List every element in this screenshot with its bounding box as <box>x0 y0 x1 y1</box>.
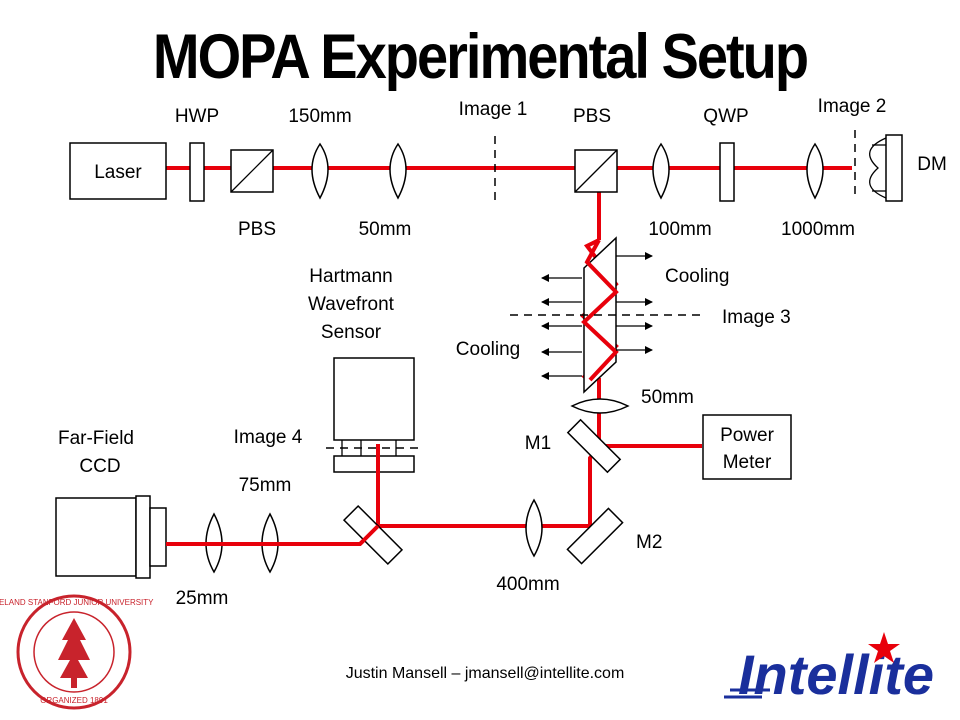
m1-label: M1 <box>525 433 551 454</box>
lens-100mm-icon <box>652 142 670 200</box>
hartmann-label-2: Wavefront <box>308 294 395 315</box>
pbs-2-label: PBS <box>573 106 611 127</box>
stanford-seal-logo: LELAND STANFORD JUNIOR UNIVERSITY ORGANI… <box>0 594 154 710</box>
intellite-logo: Intellite <box>724 632 934 706</box>
cooling-arrows-left <box>541 274 582 380</box>
lens-100mm-label: 100mm <box>648 219 711 240</box>
deformable-mirror-icon <box>869 134 903 202</box>
lens-50mm-slab-icon <box>570 398 630 414</box>
image-2-label: Image 2 <box>818 96 887 117</box>
dm-label: DM <box>917 154 947 175</box>
slide-title: MOPA Experimental Setup <box>152 21 809 92</box>
lens-1000mm-icon <box>806 142 824 200</box>
m1-mirror-icon <box>566 418 622 474</box>
hwp-label: HWP <box>175 106 219 127</box>
lens-25mm-label: 25mm <box>176 588 229 609</box>
hartmann-label-1: Hartmann <box>309 266 392 287</box>
power-meter-box <box>702 414 792 480</box>
image-3-label: Image 3 <box>722 307 791 328</box>
image-4-label: Image 4 <box>234 427 303 448</box>
pickoff-mirror-icon <box>342 504 404 566</box>
hartmann-sensor-camera-icon <box>326 357 420 473</box>
seal-year: ORGANIZED 1891 <box>40 696 108 705</box>
hwp-waveplate-icon <box>189 142 205 202</box>
pbs-2-beam-splitter-icon <box>574 149 618 193</box>
power-meter-label-1: Power <box>720 425 775 446</box>
lens-150mm-icon <box>311 142 329 200</box>
image-1-label: Image 1 <box>459 99 528 120</box>
laser-box <box>69 142 167 200</box>
lens-400mm-label: 400mm <box>496 574 559 595</box>
lens-150mm-label: 150mm <box>288 106 351 127</box>
intellite-wordmark: Intellite <box>738 643 934 706</box>
m2-mirror-icon <box>566 507 624 565</box>
power-meter-label-2: Meter <box>723 452 772 473</box>
lens-50mm-label: 50mm <box>359 219 412 240</box>
lens-400mm-icon <box>525 498 543 558</box>
author-footer: Justin Mansell – jmansell@intellite.com <box>346 665 625 682</box>
cooling-left-label: Cooling <box>456 339 520 360</box>
m2-label: M2 <box>636 532 662 553</box>
lens-50mm-slab-label: 50mm <box>641 387 694 408</box>
cooling-arrows-right <box>616 252 653 354</box>
far-field-ccd-camera-icon <box>55 495 167 579</box>
lens-50mm-icon <box>389 142 407 200</box>
pbs-1-beam-splitter-icon <box>230 149 274 193</box>
pbs-1-label: PBS <box>238 219 276 240</box>
lens-75mm-label: 75mm <box>239 475 292 496</box>
far-field-label-1: Far-Field <box>58 428 134 449</box>
seal-text: LELAND STANFORD JUNIOR UNIVERSITY <box>0 598 154 607</box>
qwp-waveplate-icon <box>719 142 735 202</box>
qwp-label: QWP <box>703 106 748 127</box>
laser-label: Laser <box>94 162 142 183</box>
lens-1000mm-label: 1000mm <box>781 219 855 240</box>
hartmann-label-3: Sensor <box>321 322 382 343</box>
cooling-top-label: Cooling <box>665 266 729 287</box>
far-field-label-2: CCD <box>79 456 120 477</box>
